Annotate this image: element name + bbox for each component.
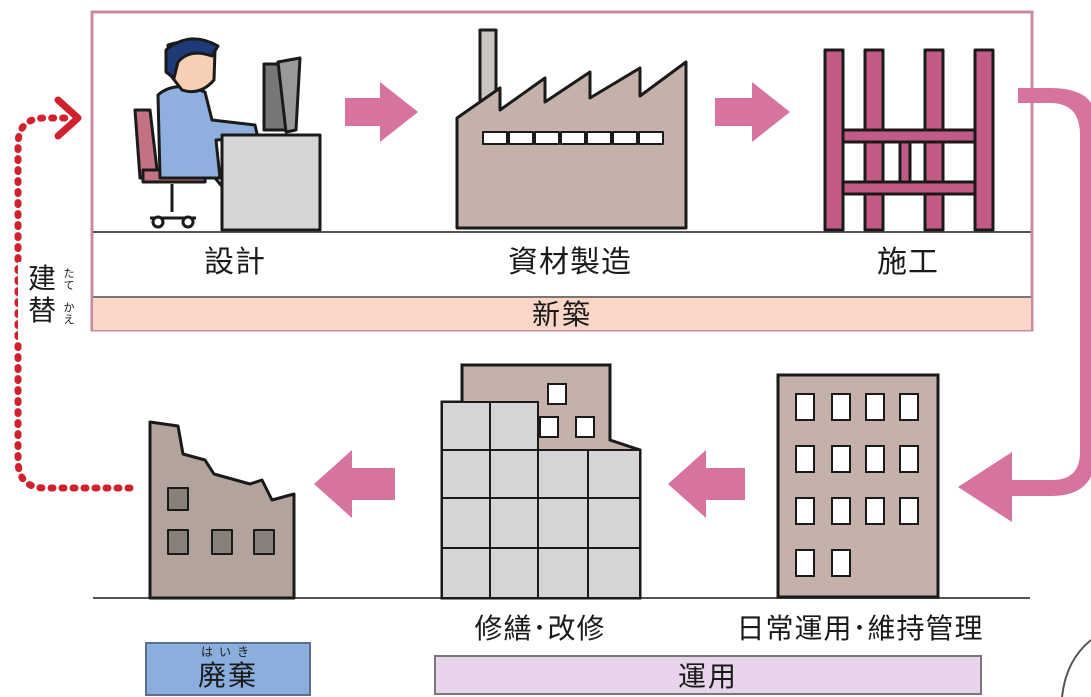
person-at-computer-icon	[133, 37, 322, 232]
factory-icon	[455, 28, 688, 230]
stage-label-repair-renovation: 修繕･改修	[474, 612, 606, 645]
scaffold-icon	[823, 48, 995, 232]
office-building-icon	[776, 373, 940, 599]
arrow-left-1	[668, 450, 745, 518]
arrow-left-2	[314, 450, 395, 518]
section-new-construction: 新築	[93, 296, 1031, 331]
stage-label-construction: 施工	[877, 245, 939, 280]
arrow-uturn	[958, 88, 1091, 522]
corner-arc	[1061, 639, 1091, 697]
disposal-label: 廃棄	[197, 659, 258, 692]
rebuild-ruby-2: かえ	[63, 301, 75, 326]
rebuild-kanji-2: 替	[28, 294, 57, 327]
stage-label-daily-operation: 日常運用･維持管理	[736, 612, 984, 645]
stage-label-design: 設計	[204, 245, 266, 280]
section-disposal: はいき 廃棄	[145, 642, 311, 696]
rebuild-ruby-1: たて	[63, 267, 75, 292]
disposal-ruby: はいき	[200, 645, 255, 659]
demolished-building-icon	[148, 420, 296, 600]
arrow-right-2	[715, 82, 790, 142]
section-operation: 運用	[434, 655, 982, 695]
rebuild-label: 建 たて 替 かえ	[18, 262, 90, 342]
stage-label-material-manufacturing: 資材製造	[508, 245, 632, 280]
rebuild-kanji-1: 建	[28, 262, 57, 295]
arrow-right-1	[345, 82, 418, 142]
renovated-building-icon	[440, 363, 642, 600]
